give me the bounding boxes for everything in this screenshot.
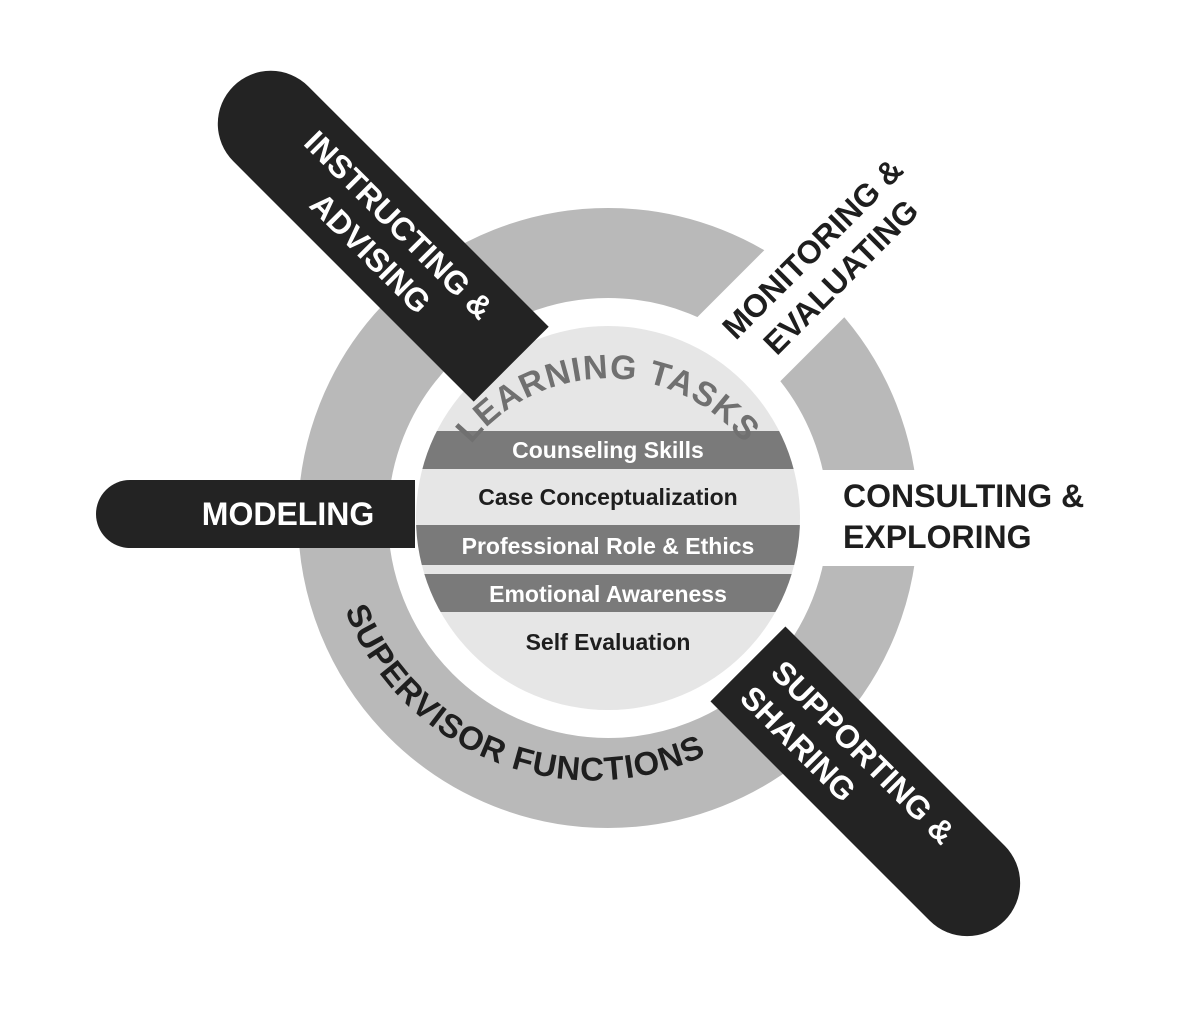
modeling-label: MODELING bbox=[202, 496, 374, 532]
task-label-emotional: Emotional Awareness bbox=[489, 581, 727, 607]
arm-supporting: SUPPORTING & SHARING bbox=[710, 626, 1021, 937]
consulting-line2: EXPLORING bbox=[843, 519, 1031, 555]
task-label-professional: Professional Role & Ethics bbox=[462, 533, 755, 559]
task-label-self: Self Evaluation bbox=[526, 629, 691, 655]
inner-disc bbox=[416, 326, 800, 710]
task-band-emotional bbox=[416, 574, 800, 612]
consulting-gap bbox=[800, 470, 1130, 566]
task-band-counseling bbox=[416, 431, 800, 469]
task-label-counseling: Counseling Skills bbox=[512, 437, 704, 463]
task-label-case: Case Conceptualization bbox=[478, 484, 737, 510]
consulting-line1: CONSULTING & bbox=[843, 478, 1084, 514]
task-bands bbox=[416, 431, 800, 612]
task-band-professional bbox=[416, 525, 800, 565]
arm-modeling: MODELING bbox=[96, 480, 415, 548]
